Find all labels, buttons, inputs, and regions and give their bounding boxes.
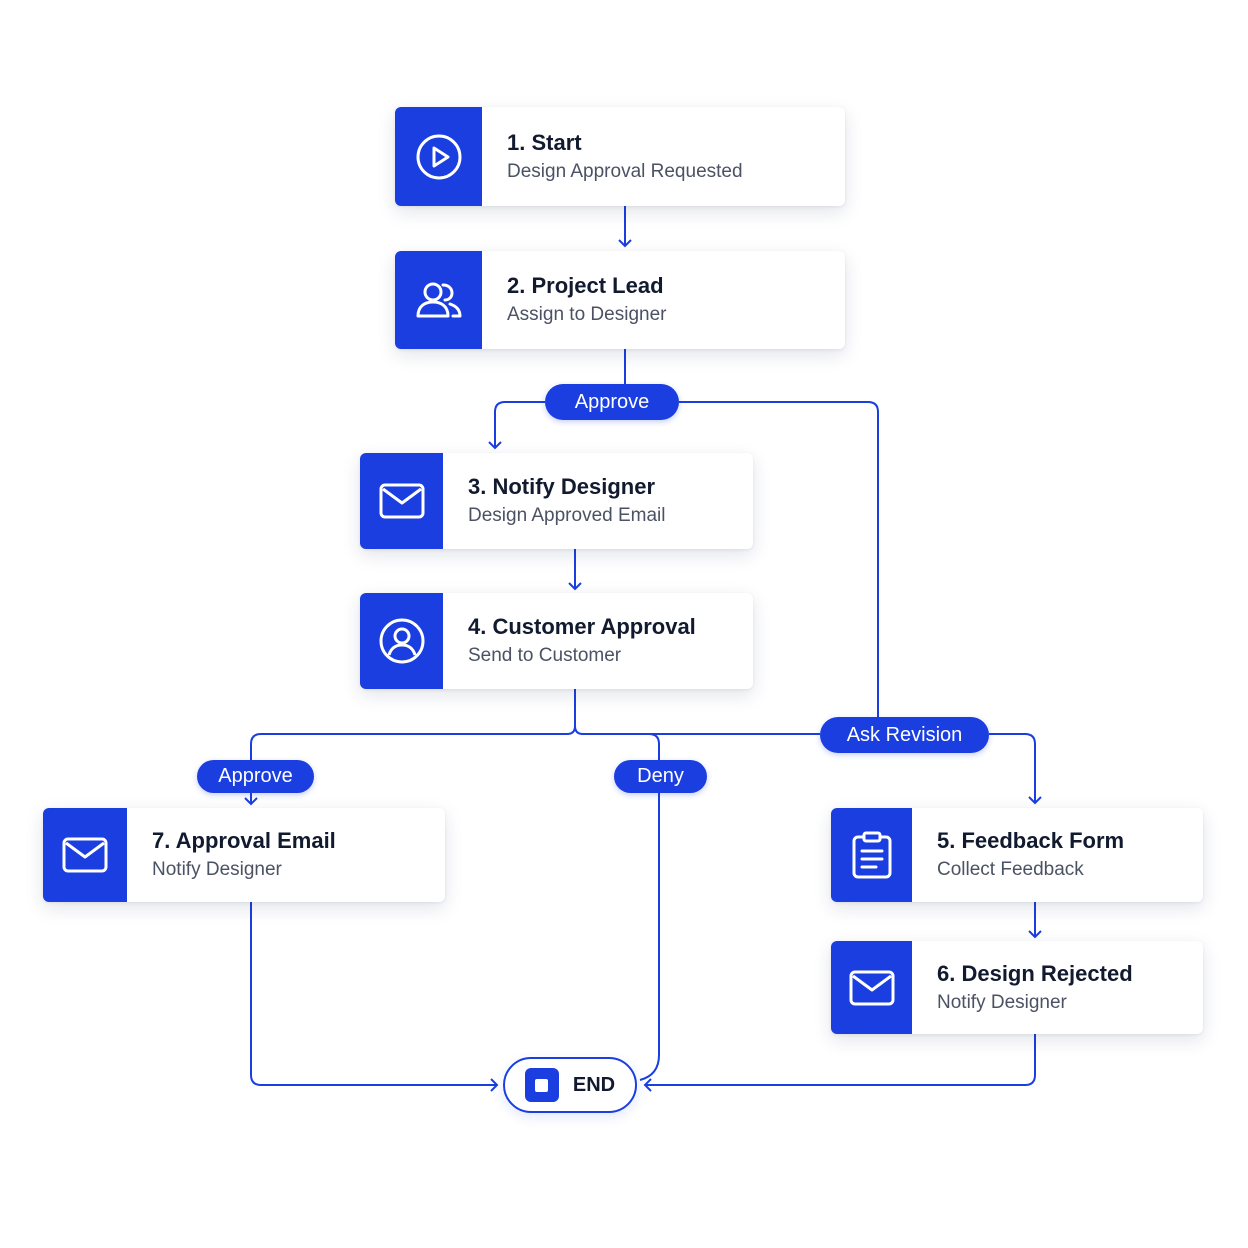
stop-icon bbox=[524, 1068, 559, 1102]
node-subtitle: Send to Customer bbox=[468, 645, 622, 666]
node-subtitle: Design Approved Email bbox=[468, 505, 666, 526]
node-customer-approval-icon-box bbox=[360, 593, 443, 689]
node-subtitle: Notify Designer bbox=[937, 991, 1067, 1013]
connector-email-to-end bbox=[250, 902, 499, 1092]
node-title: 2. Project Lead bbox=[507, 273, 664, 298]
node-start[interactable]: 1. Start Design Approval Requested bbox=[395, 107, 845, 206]
node-title: 5. Feedback Form bbox=[937, 828, 1125, 853]
branch-approve-bottom[interactable]: Approve bbox=[197, 760, 314, 793]
node-subtitle: Assign to Designer bbox=[507, 304, 667, 325]
clipboard-icon bbox=[852, 831, 891, 879]
connector-deny-to-end bbox=[639, 792, 660, 1081]
node-title: 6. Design Rejected bbox=[937, 960, 1133, 986]
play-circle-icon bbox=[416, 134, 461, 179]
node-title: 4. Customer Approval bbox=[468, 614, 696, 639]
node-approval-email[interactable]: 7. Approval Email Notify Designer bbox=[43, 808, 445, 902]
connector-branch-to-revision bbox=[679, 401, 879, 719]
node-feedback-form-icon-box bbox=[831, 808, 912, 902]
mail-icon bbox=[849, 970, 894, 1005]
connector-customer-split bbox=[250, 689, 576, 760]
node-start-icon-box bbox=[395, 107, 482, 206]
node-customer-approval[interactable]: 4. Customer Approval Send to Customer bbox=[360, 593, 753, 689]
node-project-lead[interactable]: 2. Project Lead Assign to Designer bbox=[395, 251, 845, 349]
node-project-lead-icon-box bbox=[395, 251, 482, 349]
users-icon bbox=[416, 282, 461, 318]
connector-customer-right bbox=[574, 725, 820, 735]
branch-ask-revision[interactable]: Ask Revision bbox=[820, 717, 989, 753]
node-notify-designer-icon-box bbox=[360, 453, 443, 549]
node-title: 3. Notify Designer bbox=[468, 474, 656, 499]
mail-icon bbox=[62, 837, 108, 873]
node-title: 7. Approval Email bbox=[152, 828, 336, 853]
mail-icon bbox=[379, 483, 424, 519]
node-feedback-form[interactable]: 5. Feedback Form Collect Feedback bbox=[831, 808, 1203, 902]
user-circle-icon bbox=[379, 618, 424, 664]
connector-rejected-to-end bbox=[643, 1034, 1036, 1092]
connector-deny-stub bbox=[648, 733, 660, 760]
end-node[interactable]: END bbox=[503, 1057, 637, 1113]
node-subtitle: Notify Designer bbox=[152, 859, 282, 880]
end-label: END bbox=[572, 1073, 616, 1096]
connector-approve-to-notify bbox=[488, 401, 545, 450]
branch-deny[interactable]: Deny bbox=[614, 760, 707, 793]
branch-approve-top[interactable]: Approve bbox=[545, 384, 679, 420]
node-approval-email-icon-box bbox=[43, 808, 127, 902]
node-subtitle: Collect Feedback bbox=[937, 859, 1084, 880]
node-title: 1. Start bbox=[507, 129, 582, 155]
node-design-rejected-icon-box bbox=[831, 941, 912, 1034]
connector-revision-to-feedback bbox=[989, 733, 1042, 805]
node-subtitle: Design Approval Requested bbox=[507, 160, 743, 182]
node-design-rejected[interactable]: 6. Design Rejected Notify Designer bbox=[831, 941, 1203, 1034]
node-notify-designer[interactable]: 3. Notify Designer Design Approved Email bbox=[360, 453, 753, 549]
